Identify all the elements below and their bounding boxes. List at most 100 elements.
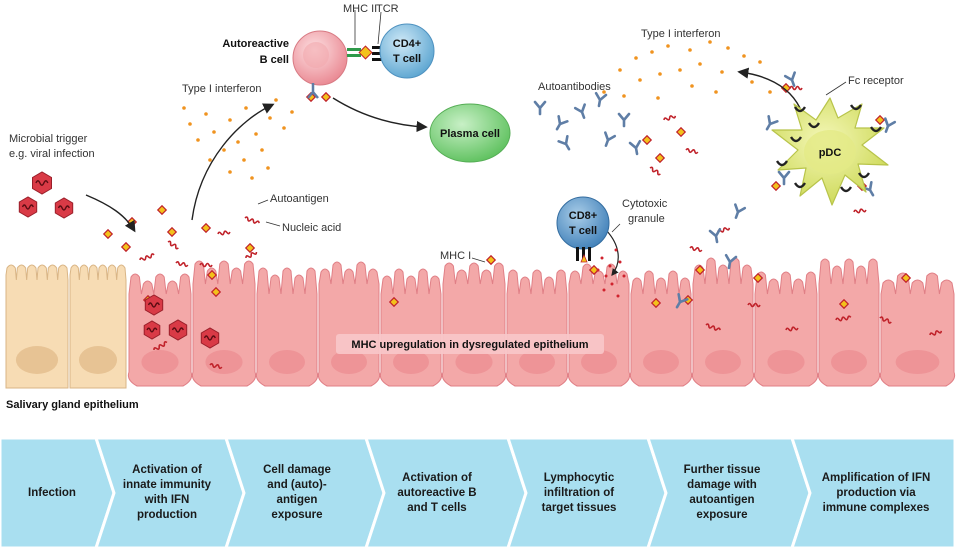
plasma-cell [429, 103, 511, 163]
autoantigen-icon [156, 204, 168, 216]
autoantibody-icon [734, 203, 747, 219]
step-chevron [646, 438, 812, 548]
interferon-dot [742, 54, 746, 58]
granule-dot [596, 268, 600, 272]
nucleic-acid-icon [649, 166, 661, 176]
interferon-dot [196, 138, 200, 142]
fc-receptor-icon [857, 172, 871, 179]
autoantigen-icon [838, 298, 850, 310]
autoantibody-icon [555, 115, 569, 131]
step-chevron [364, 438, 528, 548]
process-steps-band: Infection Activation of innate immunity … [0, 438, 961, 548]
autoantibody-icon [617, 112, 631, 128]
nucleic-acid-icon [929, 330, 943, 336]
interferon-dot [242, 158, 246, 162]
interferon-dot [726, 46, 730, 50]
interferon-dot [678, 68, 682, 72]
interferon-dot [688, 48, 692, 52]
nucleic-acid-icon [879, 316, 892, 324]
interferon-dot [222, 148, 226, 152]
label-viral-infection: e.g. viral infection [9, 148, 95, 160]
label-b-cell: B cell [260, 54, 289, 66]
autoantigen-icon [388, 296, 400, 308]
leader-nucleic-acid [265, 221, 281, 227]
autoantibody-icon [557, 135, 571, 151]
autoantibody-icon [573, 103, 586, 119]
step-infection: Infection [28, 486, 76, 499]
autoantigen-icon [675, 126, 687, 138]
label-autoantigen: Autoantigen [270, 193, 329, 205]
interferon-dot [658, 72, 662, 76]
interferon-dot [638, 78, 642, 82]
autoantigen-icon [900, 272, 912, 284]
autoantibody-icon [765, 115, 779, 131]
leader-cytotoxic [611, 223, 621, 233]
mhc-label-band [336, 334, 604, 354]
nucleic-acid-icon [785, 326, 799, 332]
inflamed-epithelial-cell [255, 267, 319, 387]
arrow-bcell-to-plasma [332, 97, 428, 133]
step-chevron [94, 438, 246, 548]
nucleic-acid-icon [835, 315, 852, 322]
nucleic-acid-icon [175, 260, 189, 268]
autoantigen-icon [120, 241, 132, 253]
interferon-dot [290, 110, 294, 114]
interferon-dot [758, 60, 762, 64]
virus-icon [200, 327, 220, 349]
label-type1-ifn-right: Type I interferon [641, 28, 721, 40]
virus-icon [143, 320, 161, 340]
virus-icon [32, 171, 52, 195]
interferon-dot [182, 106, 186, 110]
nucleic-acid-icon [705, 323, 721, 331]
inflamed-epithelial-cell [629, 270, 693, 387]
autoantibody-icon [724, 253, 738, 270]
arrow-virus-to-epithelium [85, 194, 136, 233]
label-microbial-trigger: Microbial trigger [9, 133, 88, 145]
interferon-dot [228, 118, 232, 122]
inflamed-epithelial-cell [505, 269, 569, 387]
label-cd8: CD8+ [569, 210, 597, 222]
interferon-dot [768, 90, 772, 94]
granule-dot [618, 260, 622, 264]
fc-receptor-icon [793, 182, 807, 189]
autoantigen-icon [650, 297, 662, 309]
autoantibody-icon [594, 91, 608, 108]
label-granule: granule [628, 213, 665, 225]
interferon-dot [656, 96, 660, 100]
label-mhc-i: MHC I [440, 250, 471, 262]
nucleic-acid-icon [139, 253, 155, 261]
autoantigen-icon [485, 254, 497, 266]
label-autoreactive: Autoreactive [222, 38, 289, 50]
interferon-dot [250, 176, 254, 180]
inflamed-epithelial-cell [379, 268, 443, 387]
cytotoxic-granules [596, 248, 626, 298]
interferon-dot [228, 170, 232, 174]
granule-dot [614, 248, 618, 252]
step-cell-damage: Cell damage and (auto)-antigen exposure [263, 464, 331, 521]
healthy-epithelial-cell [69, 264, 127, 389]
interferon-dot [690, 84, 694, 88]
autoantigen-icon [244, 242, 256, 254]
interferon-dot [204, 112, 208, 116]
autoantigen-icon [752, 272, 764, 284]
interferon-dot [274, 98, 278, 102]
granule-dot [616, 294, 620, 298]
autoantibody-icon [675, 293, 689, 309]
mhc-ii-tcr-synapse [347, 10, 386, 61]
interferon-dot [266, 166, 270, 170]
interferon-dot [212, 130, 216, 134]
interferon-dot [282, 126, 286, 130]
interferon-dot [618, 68, 622, 72]
autoantibody-icon [533, 100, 547, 116]
granule-dot [604, 274, 608, 278]
autoantibody-icon [783, 71, 796, 87]
fc-receptor-icon [839, 186, 853, 193]
label-salivary-gland: Salivary gland epithelium [6, 399, 139, 411]
autoantigen-icon [102, 228, 114, 240]
autoantigen-icon [305, 91, 317, 103]
granule-dot [602, 288, 606, 292]
autoantigen-icon [166, 226, 178, 238]
nucleic-acid-icon [209, 362, 223, 370]
nucleic-acid-icon [167, 240, 179, 250]
interferon-dot [750, 80, 754, 84]
